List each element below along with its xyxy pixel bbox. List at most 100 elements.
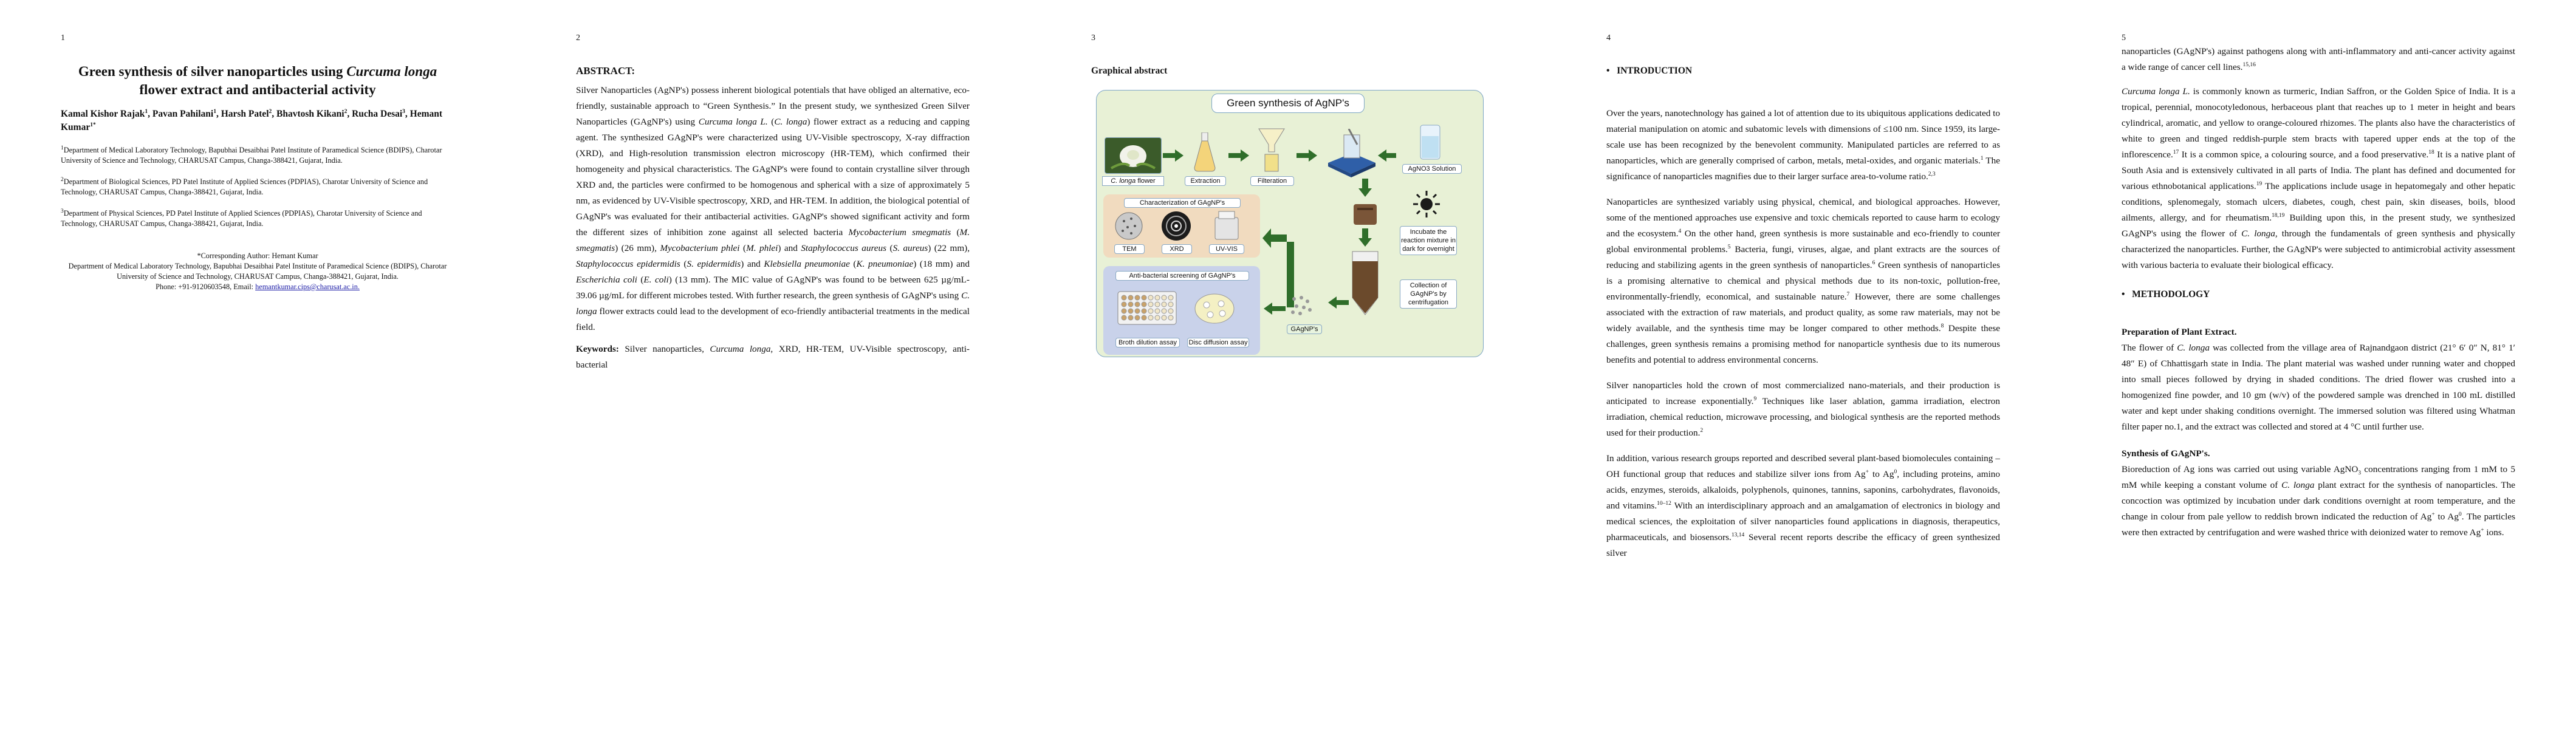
body-paragraph: nanoparticles (GAgNP's) against pathogen… bbox=[2122, 46, 2515, 72]
well bbox=[1148, 295, 1154, 301]
agno3-label: AgNO3 Solution bbox=[1402, 164, 1462, 174]
uv-vis-label: UV-VIS bbox=[1209, 244, 1244, 254]
well bbox=[1154, 301, 1160, 307]
xrd-label: XRD bbox=[1162, 244, 1192, 254]
well bbox=[1161, 295, 1167, 301]
arrow-left-icon bbox=[1378, 149, 1396, 162]
antibacterial-title: Anti-bacterial screening of GAgNP's bbox=[1115, 271, 1249, 281]
intro-paragraph: Nanoparticles are synthesized variably u… bbox=[1606, 197, 2001, 365]
well bbox=[1121, 308, 1127, 314]
author-list: Kamal Kishor Rajak1, Pavan Pahilani1, Ha… bbox=[61, 108, 443, 132]
funnel-icon bbox=[1258, 128, 1285, 172]
well bbox=[1134, 315, 1140, 321]
flower-label: C. longa flower bbox=[1102, 176, 1164, 186]
arrow-right-icon bbox=[1228, 149, 1249, 162]
corr-line: *Corresponding Author: Hemant Kumar bbox=[197, 252, 318, 260]
intro-paragraph: Over the years, nanotechnology has gaine… bbox=[1606, 108, 2000, 182]
well bbox=[1148, 301, 1154, 307]
graphical-abstract: Green synthesis of AgNP's C. longa flowe… bbox=[1096, 90, 1484, 357]
page-number: 1 bbox=[61, 33, 65, 43]
graphical-abstract-heading: Graphical abstract bbox=[1091, 66, 1168, 76]
title-species: Curcuma longa bbox=[346, 64, 437, 79]
microplate-icon bbox=[1117, 291, 1177, 325]
arrow-down-icon bbox=[1358, 179, 1372, 197]
tem-image-icon bbox=[1115, 212, 1143, 240]
well bbox=[1154, 315, 1160, 321]
collection-label: Collection of GAgNP's by centrifugation bbox=[1400, 279, 1457, 309]
methodology-heading: • METHODOLOGY bbox=[2122, 289, 2210, 299]
corr-contact: Phone: +91-9120603548, Email: hemantkuma… bbox=[156, 282, 360, 291]
well bbox=[1161, 301, 1167, 307]
corr-dept: Department of Medical Laboratory Technol… bbox=[68, 262, 447, 281]
page-number: 2 bbox=[576, 33, 580, 43]
well bbox=[1141, 315, 1147, 321]
well bbox=[1168, 301, 1174, 307]
introduction-heading: • INTRODUCTION bbox=[1606, 66, 1693, 76]
well bbox=[1148, 308, 1154, 314]
page-2: 2 ABSTRACT: Silver Nanoparticles (AgNP's… bbox=[515, 0, 1030, 729]
subsection-heading: Preparation of Plant Extract. bbox=[2122, 327, 2237, 337]
filtration-label: Filteration bbox=[1250, 176, 1294, 186]
well bbox=[1134, 308, 1140, 314]
well bbox=[1141, 308, 1147, 314]
body-paragraph: Curcuma longa L. is commonly known as tu… bbox=[2122, 86, 2516, 270]
flower-icon bbox=[1110, 145, 1156, 169]
centrifuge-tube-icon bbox=[1352, 251, 1379, 315]
well bbox=[1168, 295, 1174, 301]
affiliation: 1Department of Medical Laboratory Techno… bbox=[61, 145, 442, 165]
well bbox=[1121, 295, 1127, 301]
well bbox=[1128, 295, 1134, 301]
page-5: 5 nanoparticles (GAgNP's) against pathog… bbox=[2061, 0, 2576, 729]
characterization-title: Characterization of GAgNP's bbox=[1124, 198, 1241, 208]
method-paragraph: The flower of C. longa was collected fro… bbox=[2122, 343, 2515, 432]
tem-label: TEM bbox=[1114, 244, 1145, 254]
well bbox=[1154, 308, 1160, 314]
title-part: flower extract and antibacterial activit… bbox=[139, 82, 376, 97]
well bbox=[1168, 315, 1174, 321]
flask-icon bbox=[1194, 132, 1216, 172]
well bbox=[1121, 301, 1127, 307]
corresponding-author: *Corresponding Author: Hemant Kumar Depa… bbox=[61, 251, 454, 292]
well bbox=[1121, 315, 1127, 321]
author: Bhavtosh Kikani2 bbox=[276, 108, 348, 119]
well bbox=[1161, 315, 1167, 321]
arrow-left-icon bbox=[1328, 296, 1349, 309]
incubate-label: Incubate the reaction mixture in dark fo… bbox=[1400, 226, 1457, 255]
email-link[interactable]: hemantkumar.cips@charusat.ac.in. bbox=[255, 282, 360, 291]
well bbox=[1134, 301, 1140, 307]
affiliation: 3Department of Physical Sciences, PD Pat… bbox=[61, 208, 422, 228]
xrd-pattern-icon bbox=[1162, 211, 1191, 241]
author: Rucha Desai3 bbox=[352, 108, 405, 119]
well bbox=[1141, 295, 1147, 301]
page-number: 5 bbox=[2122, 33, 2126, 43]
petri-dish-icon bbox=[1194, 293, 1235, 324]
ga-title: Green synthesis of AgNP's bbox=[1211, 94, 1365, 113]
well bbox=[1134, 295, 1140, 301]
page-number: 3 bbox=[1091, 33, 1095, 43]
author: Kamal Kishor Rajak1 bbox=[61, 108, 148, 119]
magnetic-stirrer-icon bbox=[1328, 129, 1375, 177]
disc-diffusion-label: Disc diffusion assay bbox=[1187, 338, 1249, 347]
affiliation: 2Department of Biological Sciences, PD P… bbox=[61, 176, 428, 196]
nanoparticle-powder-icon bbox=[1291, 296, 1312, 315]
extraction-label: Extraction bbox=[1185, 176, 1226, 186]
page-4: 4 • INTRODUCTION Over the years, nanotec… bbox=[1546, 0, 2061, 729]
dark-sun-icon bbox=[1413, 191, 1440, 217]
page-3: 3 Graphical abstract Green synthesis of … bbox=[1030, 0, 1546, 729]
broth-dilution-label: Broth dilution assay bbox=[1115, 338, 1180, 347]
page-1: 1 Green synthesis of silver nanoparticle… bbox=[0, 0, 515, 729]
flower-photo bbox=[1105, 137, 1162, 174]
author: Harsh Patel2 bbox=[221, 108, 272, 119]
beaker-icon bbox=[1420, 125, 1440, 160]
well bbox=[1128, 308, 1134, 314]
arrow-left-icon bbox=[1264, 303, 1286, 315]
intro-paragraph: In addition, various research groups rep… bbox=[1606, 453, 2000, 558]
page-number: 4 bbox=[1606, 33, 1611, 43]
well bbox=[1161, 308, 1167, 314]
method-paragraph: Bioreduction of Ag ions was carried out … bbox=[2122, 464, 2516, 538]
subsection-heading: Synthesis of GAgNP's. bbox=[2122, 448, 2210, 459]
author: Pavan Pahilani1 bbox=[152, 108, 216, 119]
keywords: Keywords: Silver nanoparticles, Curcuma … bbox=[576, 344, 970, 370]
abstract-heading: ABSTRACT: bbox=[576, 65, 635, 77]
well bbox=[1141, 301, 1147, 307]
